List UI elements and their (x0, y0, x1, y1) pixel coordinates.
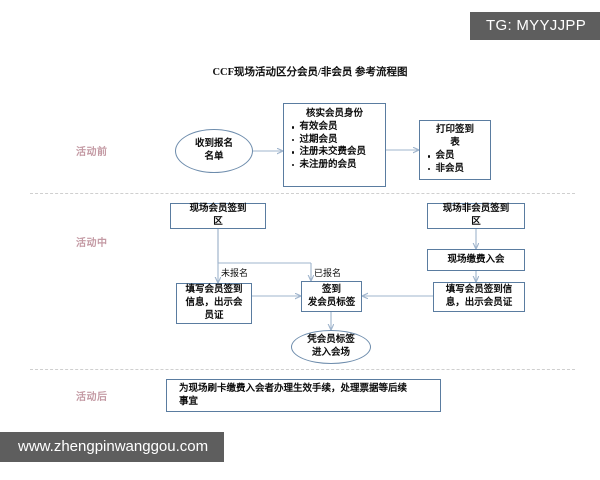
node-title: 填写会员签到信 息，出示会员证 (445, 285, 513, 308)
list-item: 有效会员 (291, 121, 387, 134)
node-title: 现场非会员签到 区 (442, 204, 510, 227)
site-watermark: www.zhengpinwanggou.com (0, 432, 225, 462)
divider-during-after (30, 369, 575, 370)
node-onsite-pay-and-join[interactable]: 现场缴费入会 (427, 249, 525, 271)
node-signin-issue-member-badge[interactable]: 签到 发会员标签 (301, 281, 362, 312)
tag-watermark: TG: MYYJJPP (470, 12, 600, 40)
node-title: 现场缴费入会 (447, 254, 505, 265)
node-enter-venue-with-badge[interactable]: 凭会员标签 进入会场 (291, 330, 371, 364)
list-item: 会员 (427, 150, 492, 163)
node-title: 签到 发会员标签 (307, 284, 356, 308)
node-title: 现场会员签到 区 (189, 204, 247, 227)
page-title: CCF现场活动区分会员/非会员 参考流程图 (212, 67, 408, 78)
node-title: 为现场刷卡缴费入会者办理生效手续，处理票据等后续 事宜 (179, 383, 408, 407)
node-post-event-processing[interactable]: 为现场刷卡缴费入会者办理生效手续，处理票据等后续 事宜 (166, 379, 441, 412)
node-title: 收到报名 名单 (194, 139, 233, 162)
node-onsite-member-signin-area[interactable]: 现场会员签到 区 (170, 203, 266, 229)
node-fill-member-signin-info-left[interactable]: 填写会员签到 信息，出示会 员证 (176, 283, 252, 324)
list-item: 非会员 (427, 163, 492, 176)
list-item: 过期会员 (291, 134, 387, 147)
node-onsite-nonmember-signin-area[interactable]: 现场非会员签到 区 (427, 203, 525, 229)
node-fill-member-signin-info-right[interactable]: 填写会员签到信 息，出示会员证 (433, 282, 525, 312)
node-verify-member-identity[interactable]: 核实会员身份 有效会员 过期会员 注册未交费会员 未注册的会员 (283, 103, 386, 187)
edge-label-registered: 已报名 (314, 268, 342, 278)
node-title: 核实会员身份 (305, 109, 363, 119)
list-item: 未注册的会员 (291, 159, 387, 172)
stage-label-before: 活动前 (76, 147, 108, 158)
edge-label-not-registered: 未报名 (221, 268, 249, 278)
stage-label-during: 活动中 (76, 238, 108, 249)
stage-label-after: 活动后 (76, 392, 108, 403)
verify-identity-bullet-list: 有效会员 过期会员 注册未交费会员 未注册的会员 (283, 121, 387, 171)
list-item: 注册未交费会员 (291, 146, 387, 159)
print-signin-bullet-list: 会员 非会员 (419, 150, 492, 175)
divider-before-during (30, 193, 575, 194)
node-print-signin-sheet[interactable]: 打印签到 表 会员 非会员 (419, 120, 491, 180)
node-title: 凭会员标签 进入会场 (307, 335, 355, 358)
node-title: 填写会员签到 信息，出示会 员证 (185, 285, 243, 321)
node-receive-registration-list[interactable]: 收到报名 名单 (175, 129, 253, 173)
node-title: 打印签到 表 (435, 125, 474, 148)
